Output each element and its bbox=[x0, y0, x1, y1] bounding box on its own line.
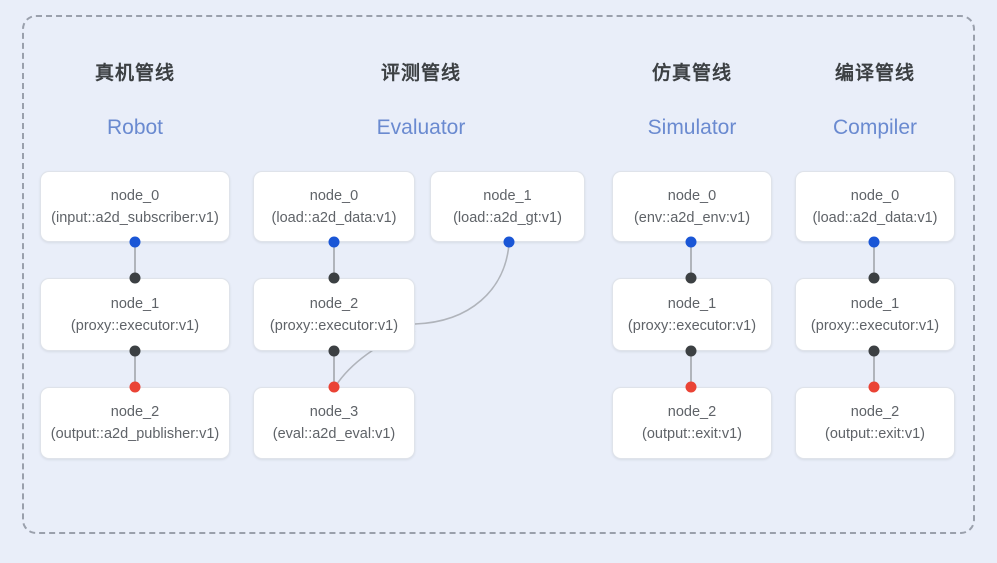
node-spec: (proxy::executor:v1) bbox=[810, 317, 940, 334]
node-id: node_1 bbox=[850, 295, 900, 312]
node-compiler-2[interactable]: node_2 (output::exit:v1) bbox=[795, 387, 955, 459]
node-id: node_2 bbox=[667, 404, 717, 420]
node-id: node_0 bbox=[110, 187, 160, 204]
node-evaluator-0[interactable]: node_0 (load::a2d_data:v1) bbox=[253, 171, 415, 242]
node-spec: (env::a2d_env:v1) bbox=[633, 209, 751, 226]
node-id: node_0 bbox=[667, 187, 717, 204]
port-exit-simulator-2[interactable] bbox=[685, 381, 697, 393]
port-out-evaluator-1[interactable] bbox=[503, 236, 515, 248]
port-out-simulator-1[interactable] bbox=[685, 345, 697, 357]
node-spec: (load::a2d_data:v1) bbox=[271, 209, 397, 226]
port-out-simulator-0[interactable] bbox=[685, 236, 697, 248]
port-exit-evaluator-3[interactable] bbox=[328, 381, 340, 393]
node-robot-0[interactable]: node_0 (input::a2d_subscriber:v1) bbox=[40, 171, 230, 242]
node-robot-1[interactable]: node_1 (proxy::executor:v1) bbox=[40, 278, 230, 351]
node-id: node_2 bbox=[309, 295, 359, 312]
node-compiler-1[interactable]: node_1 (proxy::executor:v1) bbox=[795, 278, 955, 351]
port-in-simulator-1[interactable] bbox=[685, 272, 697, 284]
port-out-robot-0[interactable] bbox=[129, 236, 141, 248]
port-in-robot-1[interactable] bbox=[129, 272, 141, 284]
node-spec: (load::a2d_gt:v1) bbox=[453, 209, 562, 226]
node-spec: (eval::a2d_eval:v1) bbox=[272, 426, 396, 442]
node-evaluator-3[interactable]: node_3 (eval::a2d_eval:v1) bbox=[253, 387, 415, 459]
node-id: node_1 bbox=[667, 295, 717, 312]
node-spec: (output::a2d_publisher:v1) bbox=[50, 426, 220, 442]
node-spec: (load::a2d_data:v1) bbox=[812, 209, 938, 226]
node-id: node_3 bbox=[309, 404, 359, 420]
node-simulator-2[interactable]: node_2 (output::exit:v1) bbox=[612, 387, 772, 459]
node-spec: (output::exit:v1) bbox=[825, 426, 925, 442]
node-spec: (proxy::executor:v1) bbox=[627, 317, 757, 334]
node-spec: (proxy::executor:v1) bbox=[70, 317, 200, 334]
node-robot-2[interactable]: node_2 (output::a2d_publisher:v1) bbox=[40, 387, 230, 459]
port-out-compiler-1[interactable] bbox=[868, 345, 880, 357]
node-spec: (input::a2d_subscriber:v1) bbox=[51, 209, 219, 226]
port-out-robot-1[interactable] bbox=[129, 345, 141, 357]
node-evaluator-1[interactable]: node_1 (load::a2d_gt:v1) bbox=[430, 171, 585, 242]
node-evaluator-2[interactable]: node_2 (proxy::executor:v1) bbox=[253, 278, 415, 351]
node-simulator-1[interactable]: node_1 (proxy::executor:v1) bbox=[612, 278, 772, 351]
port-out-evaluator-0[interactable] bbox=[328, 236, 340, 248]
dashed-container-frame bbox=[22, 15, 975, 534]
node-id: node_0 bbox=[309, 187, 359, 204]
node-id: node_0 bbox=[850, 187, 900, 204]
node-spec: (output::exit:v1) bbox=[642, 426, 742, 442]
node-id: node_1 bbox=[110, 295, 160, 312]
node-id: node_1 bbox=[483, 187, 532, 204]
port-in-evaluator-2[interactable] bbox=[328, 272, 340, 284]
node-spec: (proxy::executor:v1) bbox=[269, 317, 399, 334]
node-id: node_2 bbox=[110, 404, 160, 420]
node-simulator-0[interactable]: node_0 (env::a2d_env:v1) bbox=[612, 171, 772, 242]
node-compiler-0[interactable]: node_0 (load::a2d_data:v1) bbox=[795, 171, 955, 242]
port-in-compiler-1[interactable] bbox=[868, 272, 880, 284]
port-out-compiler-0[interactable] bbox=[868, 236, 880, 248]
port-exit-compiler-2[interactable] bbox=[868, 381, 880, 393]
node-id: node_2 bbox=[850, 404, 900, 420]
port-out-evaluator-2[interactable] bbox=[328, 345, 340, 357]
port-exit-robot-2[interactable] bbox=[129, 381, 141, 393]
